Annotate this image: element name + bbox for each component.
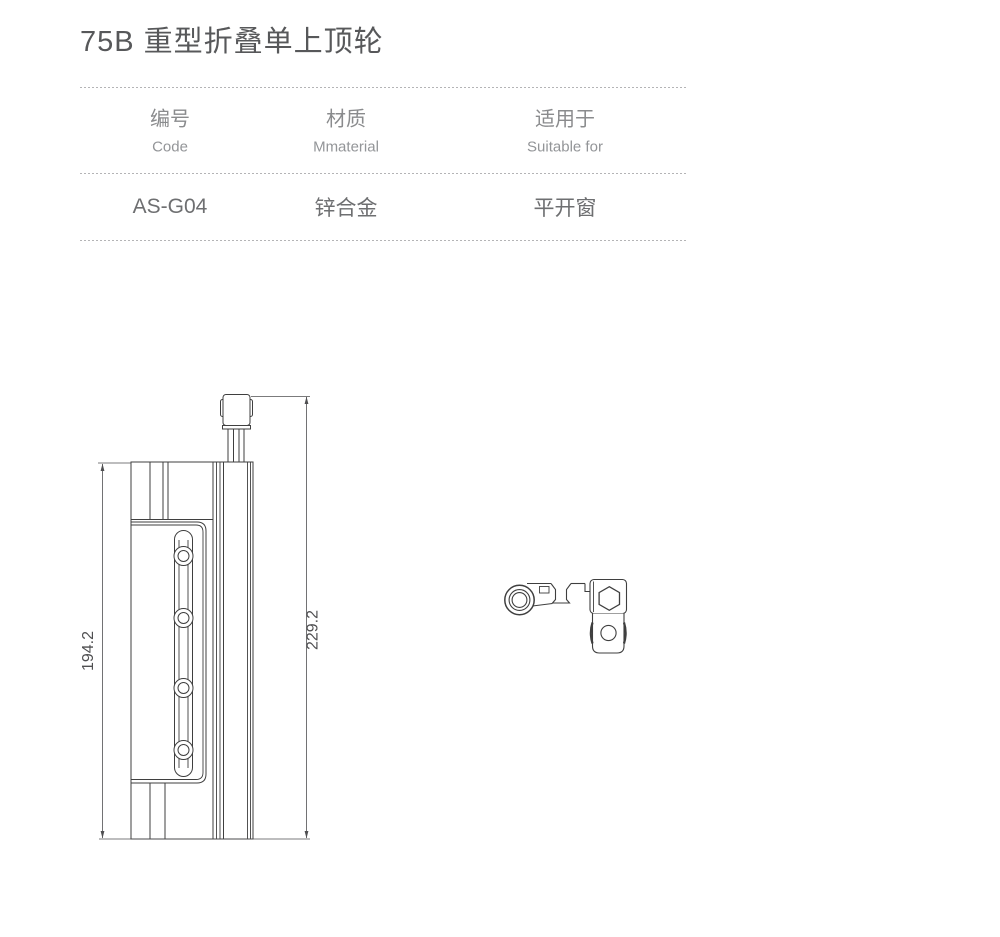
cell-material-value: 锌合金 xyxy=(314,197,378,220)
front-view-drawing xyxy=(130,394,254,840)
dimension-label-left: 194.2 xyxy=(80,631,97,671)
table-top-rule xyxy=(80,87,687,88)
front-view-dimensions: 194.2 229.2 xyxy=(80,396,322,840)
cell-suitable-value: 平开窗 xyxy=(533,197,597,220)
cell-code-value: AS-G04 xyxy=(132,195,208,218)
dimension-label-right: 229.2 xyxy=(305,610,322,650)
col-header-suitable-zh: 适用于 xyxy=(535,108,595,131)
technical-drawings: 194.2 229.2 xyxy=(80,394,628,840)
table-middle-rule xyxy=(80,173,687,174)
table-bottom-rule xyxy=(80,240,687,241)
col-header-code-zh: 编号 xyxy=(150,108,190,131)
col-header-suitable-en: Suitable for xyxy=(527,138,603,156)
col-header-code-en: Code xyxy=(152,138,188,156)
col-header-material-en: Mmaterial xyxy=(313,138,379,156)
col-header-material-zh: 材质 xyxy=(326,108,366,131)
top-view-drawing xyxy=(504,578,628,654)
page-title: 75B 重型折叠单上顶轮 xyxy=(80,26,384,58)
